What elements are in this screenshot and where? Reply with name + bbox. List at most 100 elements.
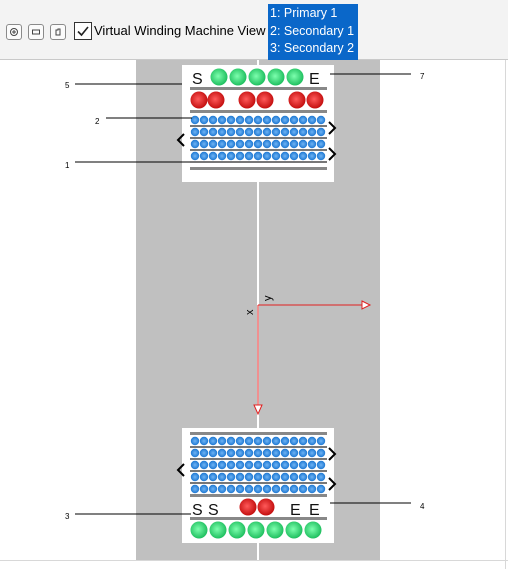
primary-turn [199, 139, 209, 149]
primary-turn [199, 472, 209, 482]
virtual-view-checkbox[interactable] [74, 22, 92, 40]
y-axis-label: y [262, 295, 274, 301]
callout-5-label: 5 [65, 81, 70, 90]
primary-turn [271, 115, 281, 125]
primary-turn [262, 460, 272, 470]
primary-turn [262, 436, 272, 446]
primary-turn [244, 448, 254, 458]
bottom-coil-section[interactable]: S S E E [176, 428, 337, 543]
primary-turn [307, 436, 317, 446]
x-axis-label: x [244, 309, 256, 315]
toolbar: Virtual Winding Machine View 1: Primary … [0, 0, 508, 60]
top-secondary1-layer[interactable] [190, 91, 324, 109]
bottom-secondary1-layer[interactable] [239, 498, 275, 516]
bottom-start-marker-1: S [192, 502, 203, 519]
winding-item-secondary-2[interactable]: 3: Secondary 2 [270, 41, 355, 55]
primary-turn [289, 436, 299, 446]
primary-turn [190, 139, 200, 149]
zoom-out-icon[interactable] [28, 24, 44, 40]
callout-7-label: 7 [420, 72, 425, 81]
primary-turn [226, 127, 236, 137]
primary-turn [316, 448, 326, 458]
primary-turn [253, 127, 263, 137]
primary-turn [316, 484, 326, 494]
primary-turn [307, 139, 317, 149]
primary-turn [235, 127, 245, 137]
primary-turn [190, 127, 200, 137]
primary-turn [289, 115, 299, 125]
primary-turn [253, 472, 263, 482]
primary-turn [217, 448, 227, 458]
bottom-left-chevron-icon [176, 463, 185, 477]
winding-item-primary-1[interactable]: 1: Primary 1 [270, 6, 338, 20]
primary-turn [190, 448, 200, 458]
top-primary-layers[interactable] [190, 115, 326, 161]
primary-turn [235, 151, 245, 161]
bottom-separators [190, 432, 327, 520]
primary-turn [253, 448, 263, 458]
top-coil-section[interactable]: S E [176, 65, 337, 182]
primary-turn [262, 448, 272, 458]
callouts: 5 2 1 7 3 4 [65, 72, 425, 521]
primary-turn [316, 127, 326, 137]
primary-turn [208, 448, 218, 458]
primary-turn [208, 472, 218, 482]
primary-turn [298, 115, 308, 125]
primary-turn [280, 115, 290, 125]
primary-turn [316, 139, 326, 149]
primary-turn [208, 460, 218, 470]
primary-turn [298, 472, 308, 482]
primary-turn [235, 472, 245, 482]
primary-turn [235, 436, 245, 446]
primary-turn [190, 151, 200, 161]
zoom-in-icon[interactable] [6, 24, 22, 40]
primary-turn [289, 484, 299, 494]
bottom-primary-layers[interactable] [190, 436, 326, 494]
primary-turn [298, 436, 308, 446]
primary-turn [307, 484, 317, 494]
primary-turn [199, 448, 209, 458]
primary-turn [217, 472, 227, 482]
primary-turn [271, 139, 281, 149]
primary-turn [199, 151, 209, 161]
primary-turn [271, 436, 281, 446]
primary-turn [298, 448, 308, 458]
primary-turn [244, 484, 254, 494]
primary-turn [253, 436, 263, 446]
primary-turn [280, 127, 290, 137]
primary-turn [262, 151, 272, 161]
primary-turn [316, 151, 326, 161]
primary-turn [307, 151, 317, 161]
primary-turn [271, 151, 281, 161]
primary-turn [235, 448, 245, 458]
primary-turn [217, 151, 227, 161]
primary-turn [235, 484, 245, 494]
primary-turn [280, 436, 290, 446]
top-separators [190, 125, 327, 170]
top-secondary2-layer[interactable] [210, 68, 304, 86]
primary-turn [208, 484, 218, 494]
fit-view-icon[interactable] [50, 24, 66, 40]
primary-turn [190, 460, 200, 470]
winding-list[interactable]: 1: Primary 1 2: Secondary 1 3: Secondary… [268, 4, 358, 60]
winding-item-secondary-1[interactable]: 2: Secondary 1 [270, 23, 355, 38]
primary-turn [190, 436, 200, 446]
primary-turn [316, 472, 326, 482]
primary-turn [280, 139, 290, 149]
primary-turn [262, 484, 272, 494]
callout-2-label: 2 [95, 117, 100, 126]
primary-turn [262, 115, 272, 125]
primary-turn [208, 115, 218, 125]
bottom-end-marker-2: E [309, 502, 320, 519]
top-end-marker: E [309, 71, 320, 88]
primary-turn [262, 127, 272, 137]
primary-turn [226, 472, 236, 482]
checkmark-icon [77, 26, 89, 37]
primary-turn [280, 472, 290, 482]
bottom-secondary2-layer[interactable] [190, 521, 322, 539]
winding-canvas[interactable]: S E [0, 60, 508, 569]
primary-turn [244, 460, 254, 470]
top-insulation-2 [190, 110, 327, 113]
primary-turn [289, 139, 299, 149]
top-start-marker: S [192, 71, 203, 88]
